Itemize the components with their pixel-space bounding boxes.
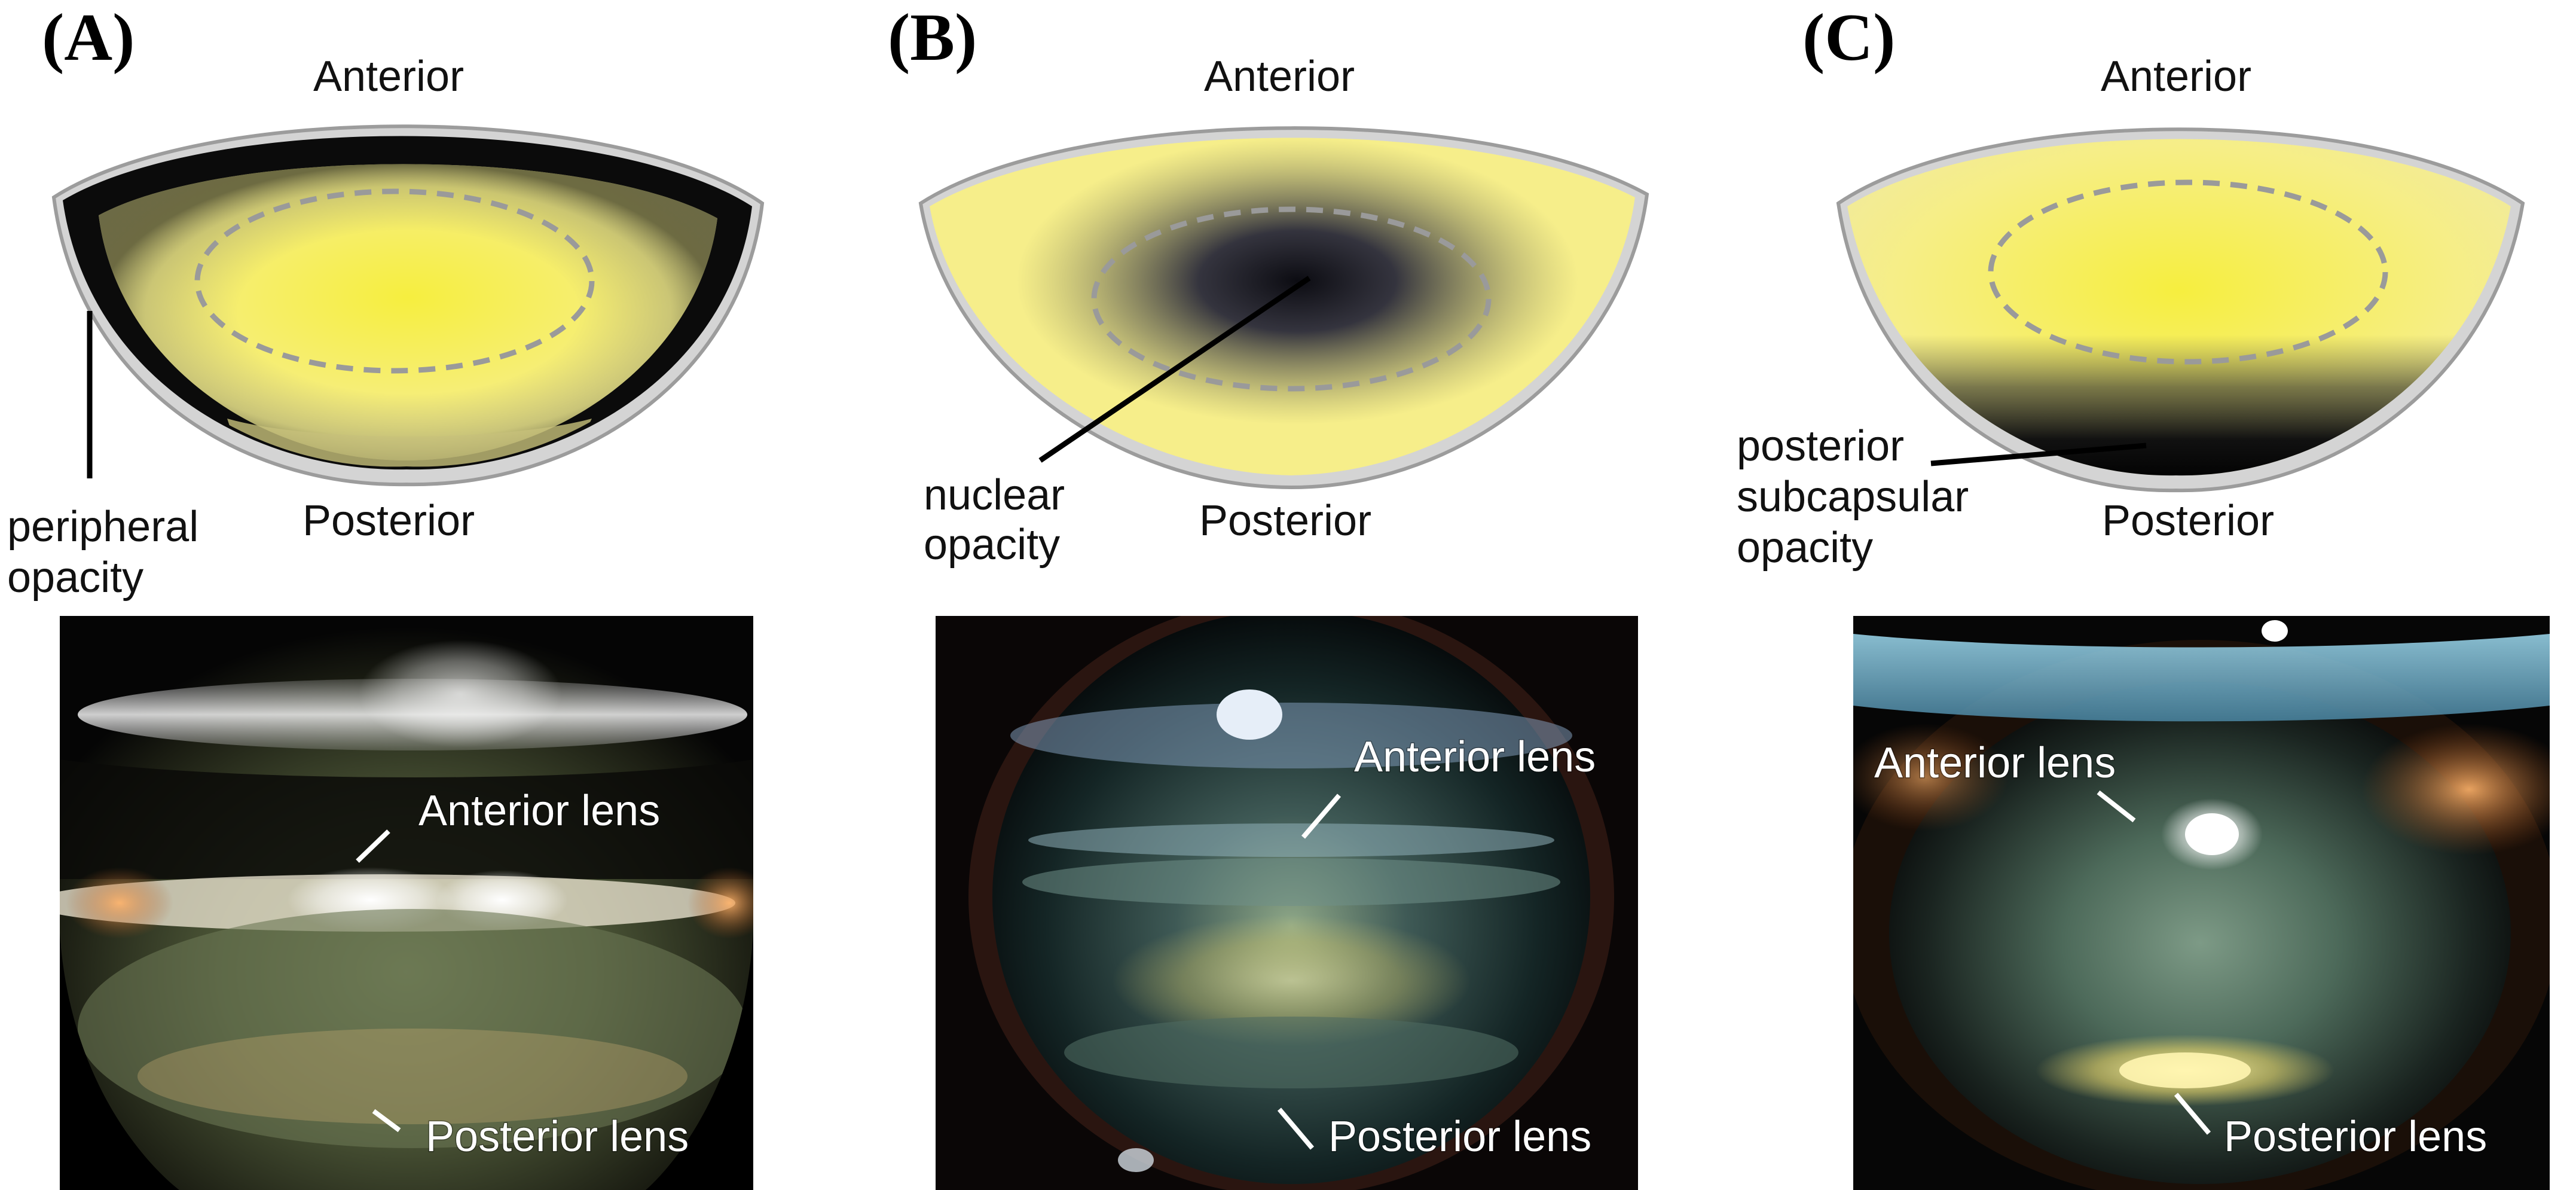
panel-c-opacity-label-line3: opacity	[1737, 524, 1873, 572]
panel-a-photo	[60, 616, 753, 1190]
panel-c-dashed-nucleus	[1988, 179, 2388, 365]
panel-b-opacity-label-line2: opacity	[924, 521, 1060, 569]
panel-a-dashed-nucleus	[194, 188, 595, 374]
panel-c-photo-anterior-tick	[2097, 790, 2136, 823]
panel-c-letter: (C)	[1802, 1, 1895, 75]
panel-c-photo-posterior-label: Posterior lens	[2224, 1113, 2487, 1161]
panel-b-photo-anterior-tick	[1301, 794, 1342, 839]
panel-a-posterior-label: Posterior	[302, 497, 475, 545]
panel-b: (B) Anterior nuclear opacity Posterior	[888, 1, 1649, 1190]
panel-b-anterior-label: Anterior	[1204, 53, 1355, 100]
panel-a-photo-anterior-tick	[356, 829, 390, 863]
panel-a: (A) Anterior Posterior peripheral opacit…	[7, 1, 765, 1190]
panel-c-opacity-label-line2: subcapsular	[1737, 473, 1969, 521]
panel-c-pointer-line	[1930, 443, 2147, 466]
panel-b-letter: (B)	[888, 1, 977, 75]
panel-b-nuclear-opacity	[1016, 138, 1578, 425]
panel-b-photo-anterior-label: Anterior lens	[1354, 733, 1596, 781]
panel-a-photo-posterior-tick	[372, 1109, 401, 1133]
panel-a-letter: (A)	[42, 1, 135, 75]
panel-c-photo-posterior-tick	[2174, 1093, 2211, 1135]
panel-b-photo-posterior-tick	[1277, 1107, 1315, 1150]
panel-b-photo	[936, 616, 1638, 1190]
panel-b-pointer-line	[1038, 276, 1311, 463]
panel-a-photo-posterior-label: Posterior lens	[426, 1113, 689, 1161]
panel-a-opacity-label-line1: peripheral	[7, 503, 198, 551]
panel-c-photo	[1853, 616, 2550, 1190]
panel-a-lens-diagram	[51, 124, 765, 487]
panel-c-posterior-label: Posterior	[2102, 497, 2274, 545]
panel-b-lens-diagram	[918, 126, 1649, 490]
panel-b-dashed-nucleus	[1091, 206, 1492, 392]
panel-c: (C) Anterior posterior subcapsular opaci…	[1737, 1, 2550, 1190]
panel-b-posterior-label: Posterior	[1199, 497, 1371, 545]
panel-a-photo-anterior-label: Anterior lens	[418, 787, 660, 835]
panel-c-opacity-label-line1: posterior	[1737, 422, 1904, 470]
panel-c-photo-anterior-label: Anterior lens	[1874, 739, 2116, 787]
panel-a-opacity-label-line2: opacity	[7, 554, 143, 602]
panel-c-anterior-label: Anterior	[2101, 53, 2251, 100]
panel-b-opacity-label-line1: nuclear	[924, 471, 1065, 519]
panel-b-photo-posterior-label: Posterior lens	[1328, 1113, 1591, 1161]
panel-c-lens-diagram	[1836, 127, 2525, 493]
panel-a-anterior-label: Anterior	[313, 53, 464, 100]
